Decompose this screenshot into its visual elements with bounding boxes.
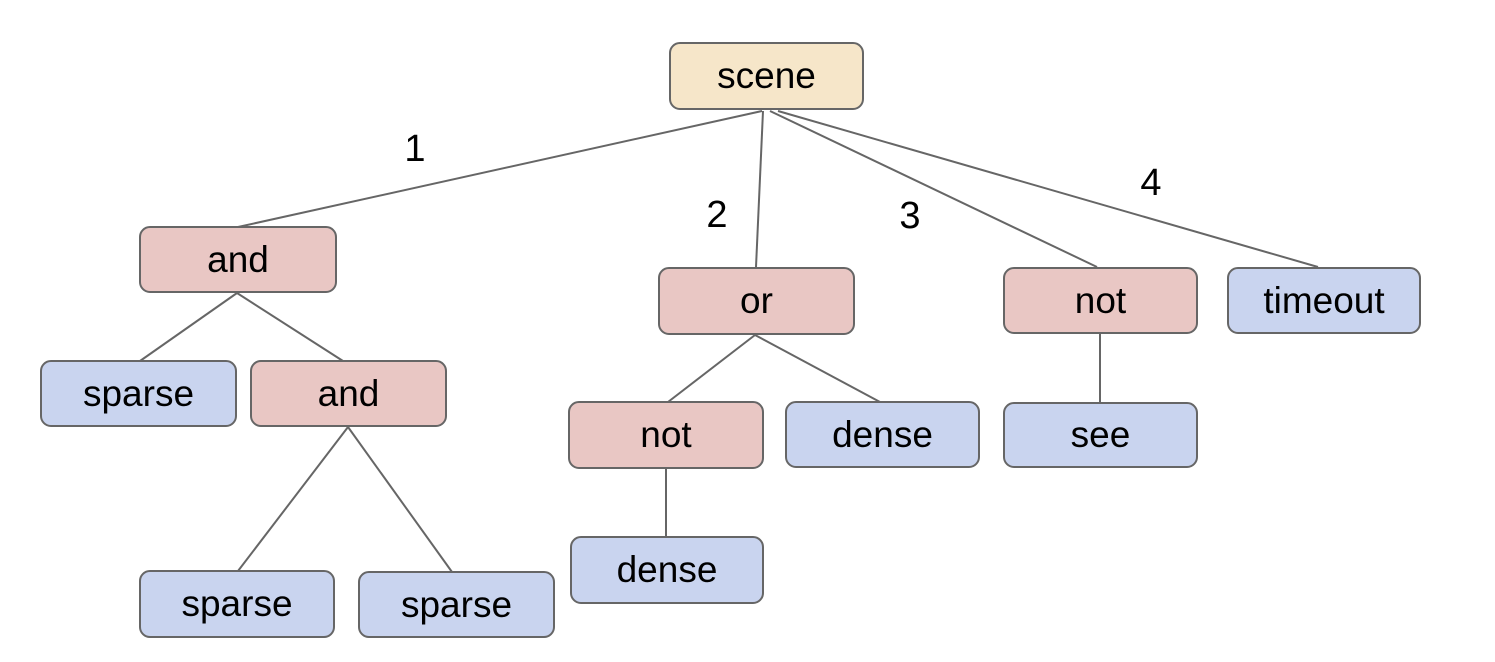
edge-label-3: 3 [899,195,921,237]
edge-scene-timeout [777,110,1319,268]
node-or: or [658,267,855,335]
edge-label-1: 1 [404,128,426,170]
node-see: see [1003,402,1198,468]
edge-and2-sparse2 [347,426,453,573]
edge-or-not [667,334,756,403]
node-sparse-bottom-1: sparse [139,570,335,638]
edge-scene-and [237,110,763,228]
node-dense-mid: dense [785,401,980,468]
edge-label-4: 4 [1140,162,1162,204]
node-sparse-bottom-2: sparse [358,571,555,638]
edge-scene-not [769,110,1098,268]
node-and-nested: and [250,360,447,427]
edge-and-sparse [139,292,238,362]
edge-scene-or [755,110,764,268]
node-not-right: not [1003,267,1198,334]
node-timeout: timeout [1227,267,1421,334]
node-and-left: and [139,226,337,293]
edge-label-2: 2 [706,194,728,236]
edge-and2-sparse1 [237,426,349,572]
node-not-mid: not [568,401,764,469]
node-sparse-left: sparse [40,360,237,427]
edge-and-and [236,292,344,362]
edge-or-dense [754,334,881,403]
node-scene: scene [669,42,864,110]
node-dense-bottom: dense [570,536,764,604]
